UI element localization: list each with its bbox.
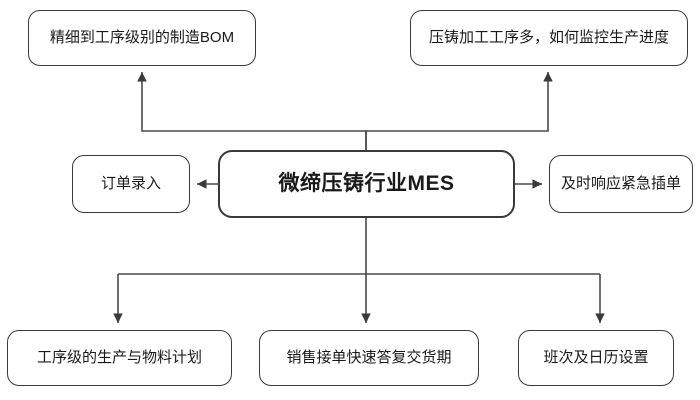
node-urgent-order-response[interactable]: 及时响应紧急插单 bbox=[549, 155, 693, 213]
node-label: 压铸加工工序多，如何监控生产进度 bbox=[428, 29, 669, 47]
node-order-entry[interactable]: 订单录入 bbox=[72, 155, 190, 213]
edge-center-trunk-down bbox=[118, 218, 600, 275]
node-production-material-plan[interactable]: 工序级的生产与物料计划 bbox=[7, 330, 232, 386]
node-manufacturing-bom[interactable]: 精细到工序级别的制造BOM bbox=[28, 10, 256, 66]
center-node-label: 微缔压铸行业MES bbox=[278, 171, 455, 195]
edge-center-to-progress bbox=[365, 72, 553, 150]
node-production-progress-monitoring[interactable]: 压铸加工工序多，如何监控生产进度 bbox=[410, 10, 688, 66]
edge-center-to-bom bbox=[137, 72, 367, 150]
node-label: 精细到工序级别的制造BOM bbox=[49, 29, 235, 47]
node-label: 工序级的生产与物料计划 bbox=[36, 349, 202, 367]
node-sales-delivery-reply[interactable]: 销售接单快速答复交货期 bbox=[259, 330, 479, 386]
node-label: 及时响应紧急插单 bbox=[560, 175, 681, 193]
node-label: 订单录入 bbox=[100, 175, 161, 193]
node-label: 班次及日历设置 bbox=[543, 349, 649, 367]
node-shift-calendar-settings[interactable]: 班次及日历设置 bbox=[518, 330, 674, 386]
node-label: 销售接单快速答复交货期 bbox=[286, 349, 452, 367]
node-center-mes[interactable]: 微缔压铸行业MES bbox=[218, 150, 515, 218]
